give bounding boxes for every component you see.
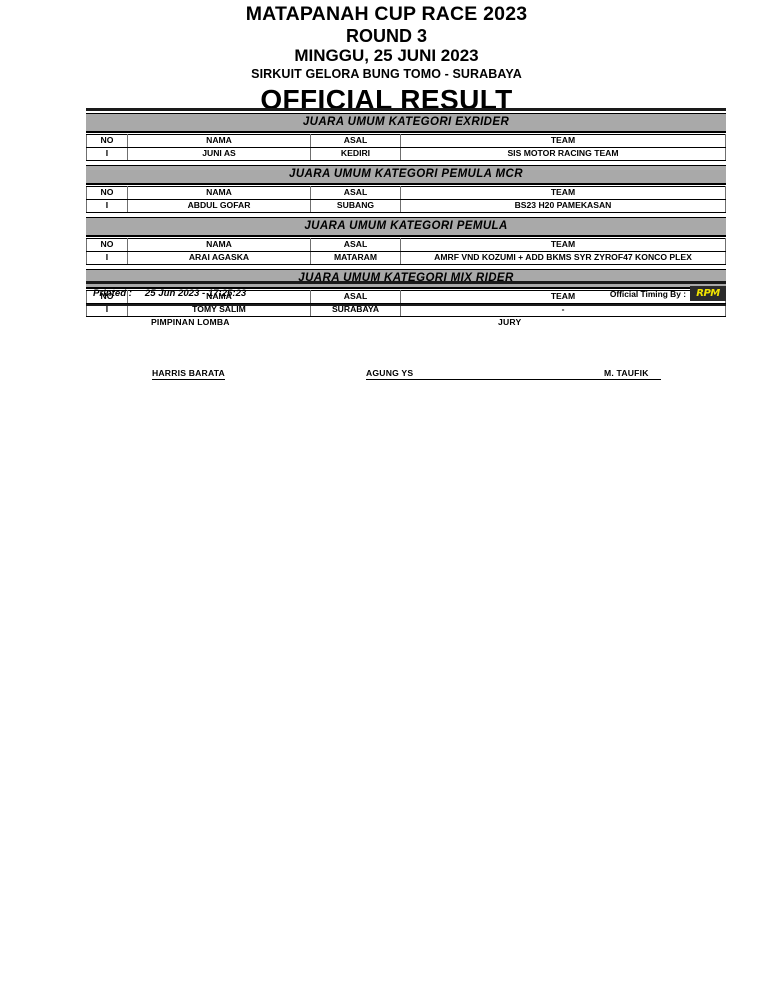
cell-nama: ABDUL GOFAR bbox=[127, 198, 311, 213]
column-header-nama: NAMA bbox=[127, 237, 311, 252]
column-header-no: NO bbox=[86, 185, 128, 200]
table-header-row: NO NAMA ASAL TEAM bbox=[86, 185, 726, 200]
section-top-rule bbox=[86, 108, 726, 111]
table-header-row: NO NAMA ASAL TEAM bbox=[86, 289, 726, 304]
category-block-pemula-mcr: JUARA UMUM KATEGORI PEMULA MCR NO NAMA A… bbox=[86, 164, 726, 213]
column-header-nama: NAMA bbox=[127, 133, 311, 148]
official-timing-label: Official Timing By : bbox=[609, 289, 686, 299]
results-table: NO NAMA ASAL TEAM I TOMY SALIM SURABAYA … bbox=[86, 289, 726, 317]
signature-role-jury: JURY bbox=[498, 317, 522, 327]
rpm-logo-text: RPM bbox=[696, 287, 720, 299]
column-header-asal: ASAL bbox=[310, 133, 401, 148]
column-header-asal: ASAL bbox=[310, 237, 401, 252]
column-header-no: NO bbox=[86, 237, 128, 252]
event-venue: SIRKUIT GELORA BUNG TOMO - SURABAYA bbox=[251, 66, 522, 81]
event-date: MINGGU, 25 JUNI 2023 bbox=[294, 45, 479, 65]
printed-value: 25 Jun 2023 - 17:25:23 bbox=[144, 288, 247, 299]
cell-team: SIS MOTOR RACING TEAM bbox=[400, 146, 726, 161]
cell-asal: KEDIRI bbox=[310, 146, 401, 161]
table-header-row: NO NAMA ASAL TEAM bbox=[86, 133, 726, 148]
table-row: I JUNI AS KEDIRI SIS MOTOR RACING TEAM bbox=[86, 146, 726, 161]
signature-name-pimpinan-lomba: HARRIS BARATA bbox=[152, 368, 225, 380]
category-banner: JUARA UMUM KATEGORI EXRIDER bbox=[86, 113, 726, 133]
footer-top-rule bbox=[86, 281, 726, 284]
cell-asal: MATARAM bbox=[310, 250, 401, 265]
results-table: NO NAMA ASAL TEAM I ARAI AGASKA MATARAM … bbox=[86, 237, 726, 265]
signature-name-jury-2: M. TAUFIK bbox=[604, 368, 649, 380]
cell-no: I bbox=[86, 250, 128, 265]
signature-name-jury-1: AGUNG YS bbox=[366, 368, 661, 380]
results-table: NO NAMA ASAL TEAM I JUNI AS KEDIRI SIS M… bbox=[86, 133, 726, 161]
column-header-asal: ASAL bbox=[310, 185, 401, 200]
document-footer: Printed : 25 Jun 2023 - 17:25:23 Official… bbox=[86, 281, 726, 306]
table-row: I TOMY SALIM SURABAYA - bbox=[86, 302, 726, 317]
category-block-mix-rider: JUARA UMUM KATEGORI MIX RIDER NO NAMA AS… bbox=[86, 268, 726, 317]
event-title: MATAPANAH CUP RACE 2023 bbox=[245, 3, 528, 25]
cell-no: I bbox=[86, 198, 128, 213]
footer-row: Printed : 25 Jun 2023 - 17:25:23 Official… bbox=[86, 284, 726, 304]
category-block-exrider: JUARA UMUM KATEGORI EXRIDER NO NAMA ASAL… bbox=[86, 113, 726, 161]
column-header-team: TEAM bbox=[400, 185, 726, 200]
category-block-pemula: JUARA UMUM KATEGORI PEMULA NO NAMA ASAL … bbox=[86, 216, 726, 265]
column-header-team: TEAM bbox=[400, 133, 726, 148]
column-header-no: NO bbox=[86, 133, 128, 148]
round-title: ROUND 3 bbox=[345, 25, 427, 46]
cell-nama: ARAI AGASKA bbox=[127, 250, 311, 265]
printed-label: Printed : bbox=[93, 288, 132, 299]
category-banner: JUARA UMUM KATEGORI PEMULA bbox=[86, 216, 726, 237]
cell-team: BS23 H20 PAMEKASAN bbox=[400, 198, 726, 213]
signature-role-pimpinan-lomba: PIMPINAN LOMBA bbox=[151, 317, 230, 327]
cell-nama: JUNI AS bbox=[127, 146, 311, 161]
rpm-logo-icon: RPM bbox=[690, 286, 726, 301]
table-row: I ARAI AGASKA MATARAM AMRF VND KOZUMI + … bbox=[86, 250, 726, 265]
printed-timestamp: Printed : 25 Jun 2023 - 17:25:23 bbox=[93, 288, 246, 299]
cell-asal: SUBANG bbox=[310, 198, 401, 213]
column-header-nama: NAMA bbox=[127, 185, 311, 200]
cell-no: I bbox=[86, 146, 128, 161]
cell-nama: TOMY SALIM bbox=[127, 302, 311, 317]
signature-section: PIMPINAN LOMBA JURY HARRIS BARATA AGUNG … bbox=[86, 312, 726, 392]
category-banner: JUARA UMUM KATEGORI PEMULA MCR bbox=[86, 164, 726, 185]
results-section: JUARA UMUM KATEGORI EXRIDER NO NAMA ASAL… bbox=[86, 108, 726, 317]
table-header-row: NO NAMA ASAL TEAM bbox=[86, 237, 726, 252]
table-row: I ABDUL GOFAR SUBANG BS23 H20 PAMEKASAN bbox=[86, 198, 726, 213]
document-header: MATAPANAH CUP RACE 2023 ROUND 3 MINGGU, … bbox=[0, 0, 773, 117]
footer-bottom-rule bbox=[86, 304, 726, 306]
cell-team: AMRF VND KOZUMI + ADD BKMS SYR ZYROF47 K… bbox=[400, 250, 726, 265]
cell-team: - bbox=[400, 302, 726, 317]
results-table: NO NAMA ASAL TEAM I ABDUL GOFAR SUBANG B… bbox=[86, 185, 726, 213]
column-header-team: TEAM bbox=[400, 237, 726, 252]
